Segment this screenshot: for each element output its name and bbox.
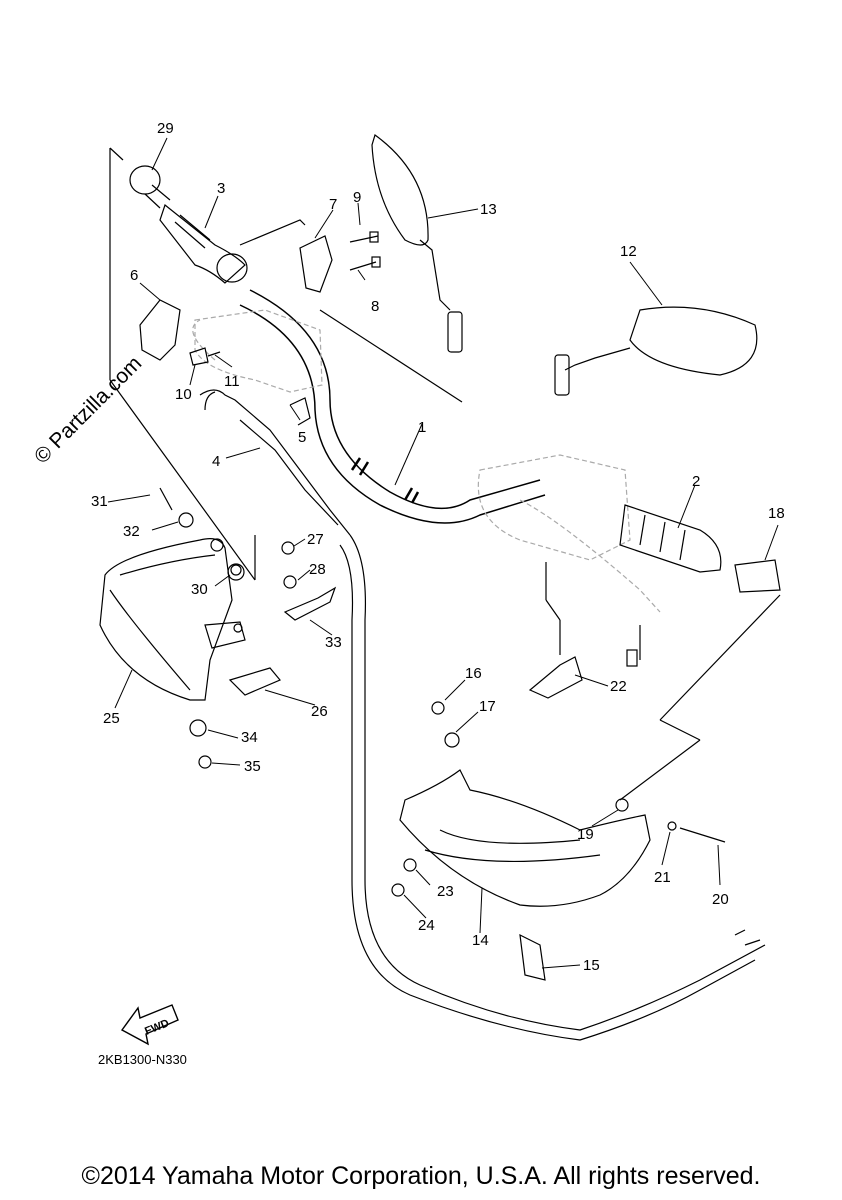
mirror-part [371,134,758,396]
callout-4: 4 [212,453,220,470]
right-assembly-boundary [545,562,781,801]
callout-34: 34 [241,729,258,746]
callout-2: 2 [692,473,700,490]
callout-23: 23 [437,883,454,900]
callout-20: 20 [712,891,729,908]
callout-18: 18 [768,505,785,522]
callout-28: 28 [309,561,326,578]
callout-21: 21 [654,869,671,886]
diagram-code: 2KB1300-N330 [98,1052,187,1067]
callout-33: 33 [325,634,342,651]
callout-13: 13 [480,201,497,218]
right-grip-part [619,504,781,593]
callout-15: 15 [583,957,600,974]
callout-12: 12 [620,243,637,260]
switch-housing-part [139,231,381,366]
handlebar-part [239,289,546,524]
callout-27: 27 [307,531,324,548]
callout-9: 9 [353,189,361,206]
callout-26: 26 [311,703,328,720]
callout-35: 35 [244,758,261,775]
callout-24: 24 [418,917,435,934]
callout-16: 16 [465,665,482,682]
callout-25: 25 [103,710,120,727]
callout-29: 29 [157,120,174,137]
callout-10: 10 [175,386,192,403]
copyright-notice: ©2014 Yamaha Motor Corporation, U.S.A. A… [81,1162,761,1190]
callout-numbers: 1 2 3 4 5 6 7 8 9 10 11 12 13 14 15 16 1… [91,120,785,974]
headlight-part [99,538,337,701]
callout-6: 6 [130,267,138,284]
callout-8: 8 [371,298,379,315]
leader-lines [107,137,779,969]
fwd-label: FWD [143,1017,171,1038]
callout-17: 17 [479,698,496,715]
cable-part [199,389,766,1041]
callout-5: 5 [298,429,306,446]
fastener-parts [159,487,761,946]
fwd-arrow-icon [120,1004,179,1046]
left-assembly-boundary [109,147,463,581]
callout-32: 32 [123,523,140,540]
handguard-part [399,656,651,981]
callout-11: 11 [224,373,240,390]
callout-30: 30 [191,581,208,598]
callout-7: 7 [329,196,337,213]
callout-19: 19 [577,826,594,843]
callout-3: 3 [217,180,225,197]
callout-14: 14 [472,932,489,949]
throttle-grip-part [129,165,306,284]
handlebar-holder-ghost [192,309,661,613]
callout-22: 22 [610,678,627,695]
callout-1: 1 [418,419,426,436]
callout-31: 31 [91,493,108,510]
